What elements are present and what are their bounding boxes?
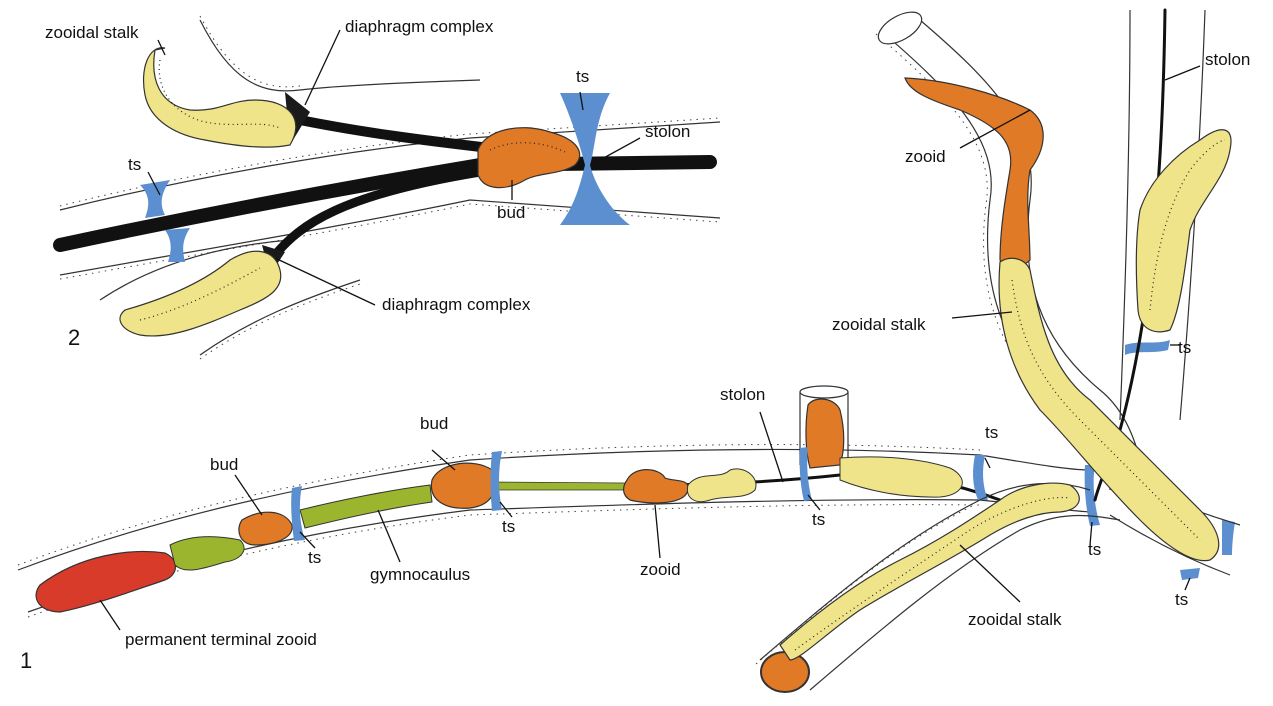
- zooid-small: [624, 470, 689, 503]
- bud-2: [431, 463, 495, 508]
- transverse-septum: [1125, 340, 1170, 355]
- label-ts: ts: [812, 510, 825, 529]
- label-bud: bud: [420, 414, 448, 433]
- zooidal-stalk-top: [144, 48, 296, 147]
- zooidal-stalk-small: [687, 469, 756, 502]
- label-ts: ts: [128, 155, 141, 174]
- label-ts: ts: [1178, 338, 1191, 357]
- stolon-branch: [300, 120, 490, 148]
- bud-panel2: [478, 128, 580, 188]
- label-ts: ts: [502, 517, 515, 536]
- label-zooidal-stalk: zooidal stalk: [832, 315, 926, 334]
- label-zooid: zooid: [905, 147, 946, 166]
- transverse-septum: [973, 455, 988, 500]
- gymnocaulus-segment: [170, 537, 244, 570]
- label-ts: ts: [576, 67, 589, 86]
- label-ts: ts: [1088, 540, 1101, 559]
- zooid-upright: [806, 399, 844, 468]
- transverse-septum: [1222, 520, 1235, 555]
- tube-opening: [800, 386, 848, 398]
- label-gymnocaulus: gymnocaulus: [370, 565, 470, 584]
- zooid-upper: [905, 78, 1043, 267]
- permanent-terminal-zooid: [36, 552, 175, 612]
- transverse-septum: [165, 228, 190, 262]
- gymnocaulus-thin: [495, 482, 625, 490]
- tube-opening: [873, 6, 927, 51]
- label-zooid: zooid: [640, 560, 681, 579]
- label-ts: ts: [308, 548, 321, 567]
- label-bud: bud: [210, 455, 238, 474]
- label-ts: ts: [1175, 590, 1188, 609]
- gymnocaulus: [300, 485, 432, 528]
- zooidal-stalk-right: [1136, 130, 1231, 332]
- label-diaphragm-complex-bottom: diaphragm complex: [382, 295, 531, 314]
- panel-1-number: 1: [20, 648, 32, 673]
- label-permanent-terminal-zooid: permanent terminal zooid: [125, 630, 317, 649]
- label-diaphragm-complex-top: diaphragm complex: [345, 17, 494, 36]
- label-stolon: stolon: [645, 122, 690, 141]
- label-stolon: stolon: [1205, 50, 1250, 69]
- label-zooidal-stalk: zooidal stalk: [968, 610, 1062, 629]
- label-stolon: stolon: [720, 385, 765, 404]
- bud-1: [239, 512, 292, 545]
- label-ts: ts: [985, 423, 998, 442]
- label-zooidal-stalk: zooidal stalk: [45, 23, 139, 42]
- label-bud: bud: [497, 203, 525, 222]
- panel-1: [18, 6, 1240, 692]
- tube-wall: [1120, 10, 1130, 420]
- panel-2-number: 2: [68, 325, 80, 350]
- zooidal-stalk-upright: [840, 457, 962, 497]
- tube-opening-zooid: [761, 652, 809, 692]
- tube-ticks: [200, 16, 300, 87]
